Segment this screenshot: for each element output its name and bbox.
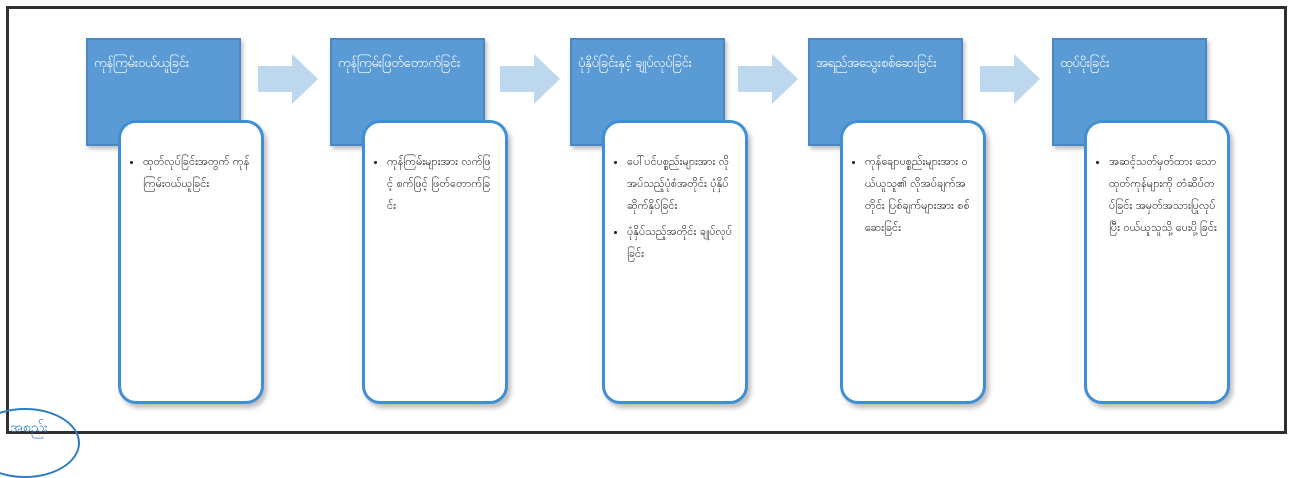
flow-arrow-icon bbox=[258, 54, 318, 104]
process-stage-purchase: ကုန်ကြမ်းဝယ်ယူခြင်း ထုတ်လုပ်ခြင်းအတွက် က… bbox=[86, 38, 330, 408]
flow-arrow-icon bbox=[500, 54, 560, 104]
stage-bullet: ပေါ်ပင်ပစ္စည်းများအား လိုအပ်သည့်ပုံစံအတိ… bbox=[627, 151, 735, 217]
stage-bullet: ထုတ်လုပ်ခြင်းအတွက် ကုန်ကြမ်းဝယ်ယူခြင်း bbox=[143, 151, 251, 195]
stage-bullet: ကုန်ကြမ်းများအား လက်ဖြင့် စက်ဖြင့် ဖြတ်တ… bbox=[387, 151, 495, 217]
process-stage-cutting: ကုန်ကြမ်းဖြတ်တောက်ခြင်း ကုန်ကြမ်းများအား… bbox=[330, 38, 574, 408]
stage-bullet: ကုန်ချောပစ္စည်းများအား ဝယ်ယူသူ၏ လိုအပ်ချ… bbox=[865, 151, 973, 239]
stage-detail-box: ကုန်ကြမ်းများအား လက်ဖြင့် စက်ဖြင့် ဖြတ်တ… bbox=[362, 120, 508, 404]
process-stage-printing-sewing: ပုံနှိပ်ခြင်းနှင့် ချုပ်လုပ်ခြင်း ပေါ်ပင… bbox=[570, 38, 814, 408]
process-stage-packing: ထုပ်ပိုးခြင်း အဆင့်သတ်မှတ်ထား သော ထုတ်ကု… bbox=[1052, 38, 1296, 408]
stage-detail-box: ပေါ်ပင်ပစ္စည်းများအား လိုအပ်သည့်ပုံစံအတိ… bbox=[602, 120, 748, 404]
stage-detail-box: အဆင့်သတ်မှတ်ထား သော ထုတ်ကုန်များကို တံဆိ… bbox=[1084, 120, 1230, 404]
process-stage-quality-check: အရည်အသွေးစစ်ဆေးခြင်း ကုန်ချောပစ္စည်းများ… bbox=[808, 38, 1052, 408]
seal-stamp-text: အစည်း bbox=[10, 420, 48, 436]
flow-arrow-icon bbox=[738, 54, 798, 104]
stage-bullet: အဆင့်သတ်မှတ်ထား သော ထုတ်ကုန်များကို တံဆိ… bbox=[1109, 151, 1217, 239]
stage-bullet: ပုံနှိပ်သည့်အတိုင်း ချုပ်လုပ်ခြင်း bbox=[627, 221, 735, 265]
stage-detail-box: ထုတ်လုပ်ခြင်းအတွက် ကုန်ကြမ်းဝယ်ယူခြင်း bbox=[118, 120, 264, 404]
stage-detail-box: ကုန်ချောပစ္စည်းများအား ဝယ်ယူသူ၏ လိုအပ်ချ… bbox=[840, 120, 986, 404]
flow-arrow-icon bbox=[980, 54, 1040, 104]
